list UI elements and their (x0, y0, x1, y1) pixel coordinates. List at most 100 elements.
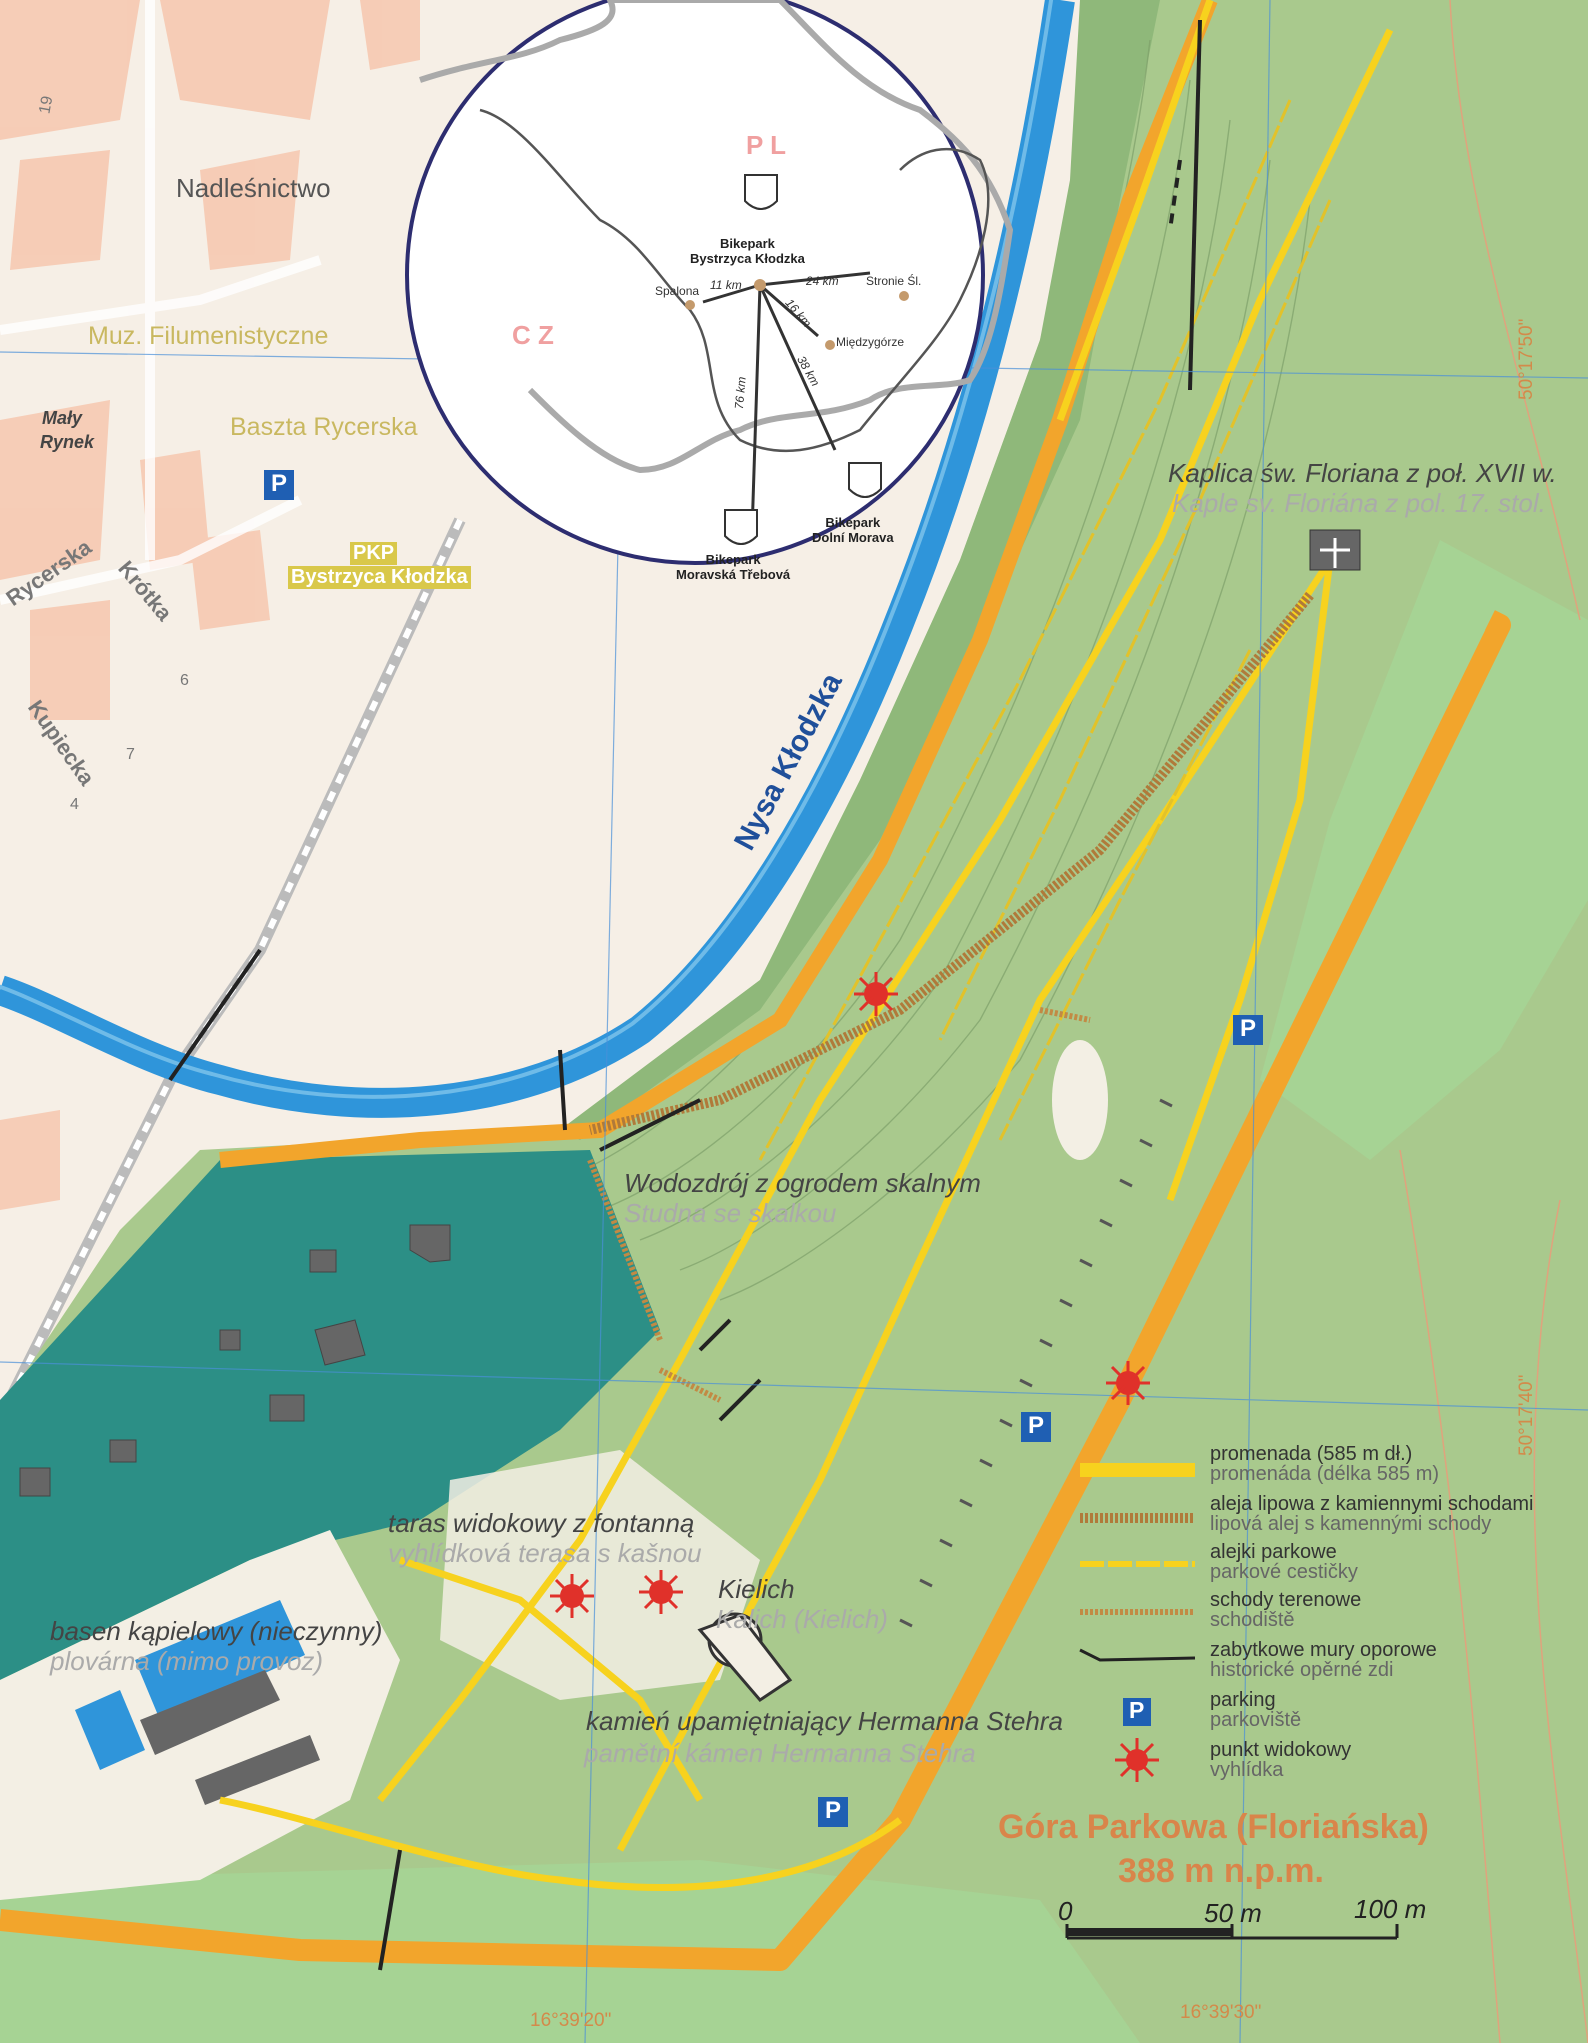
legend-alejki-cz: parkové cestičky (1210, 1561, 1358, 1583)
house-number-4: 4 (70, 796, 79, 813)
label-rynek: Rynek (40, 432, 95, 452)
house-number-7: 7 (126, 746, 135, 763)
label-pkp: PKP (350, 542, 398, 565)
legend-promenade-pl: promenada (585 m dł.) (1210, 1443, 1413, 1465)
legend-promenade-cz: promenáda (délka 585 m) (1210, 1463, 1440, 1485)
legend-linden-cz: lipová alej s kamennými schody (1210, 1513, 1492, 1535)
town-streets (0, 0, 322, 605)
coord-lon-1: 16°39'20" (530, 2010, 612, 2031)
legend-viewpoint-cz: vyhlídka (1210, 1759, 1284, 1781)
place-kamien-pl: kamień upamiętniający Hermanna Stehra (586, 1706, 1063, 1736)
inset-trebova-line1: Bikepark (705, 552, 761, 567)
legend-symbols (1079, 1463, 1196, 1782)
legend-parking-letter: P (1129, 1697, 1145, 1723)
parking-letter-3: P (825, 1797, 842, 1824)
legend-item-parking: parking parkoviště (1210, 1690, 1301, 1730)
inset-center-dot (754, 279, 766, 291)
inset-stronie: Stronie Śl. (866, 274, 922, 288)
steep-slope (560, 0, 1160, 1140)
chapel-icon (1309, 529, 1361, 571)
legend-schody-cz: schodiště (1210, 1609, 1295, 1631)
open-clearing (1052, 1040, 1108, 1160)
road-edge-ticks (899, 1098, 1173, 1628)
legend-item-promenade: promenada (585 m dł.) promenáda (délka 5… (1210, 1444, 1439, 1484)
forest-area (0, 1150, 660, 1680)
scale-bar (1065, 1924, 1399, 1940)
legend-parking-cz: parkoviště (1210, 1709, 1302, 1731)
pool-buildings (140, 1670, 320, 1805)
coord-lat-1: 50°17'50" (1516, 318, 1537, 400)
house-number-6: 6 (180, 672, 189, 689)
legend-schody-pl: schody terenowe (1210, 1589, 1362, 1611)
place-taras-cz: vyhlídková terasa s kašnou (388, 1538, 702, 1568)
legend-alejki-pl: alejki parkowe (1210, 1541, 1337, 1563)
town-buildings (0, 0, 420, 1210)
label-maly: Mały (42, 408, 83, 428)
map-title: Góra Parkowa (Floriańska) (998, 1808, 1429, 1846)
inset-map (405, 0, 1014, 565)
legend-mury-pl: zabytkowe mury oporowe (1210, 1639, 1437, 1661)
legend-linden-pl: aleja lipowa z kamiennymi schodami (1210, 1493, 1534, 1515)
inset-trebova-line2: Moravská Třebová (676, 567, 791, 582)
place-kaplica-pl: Kaplica św. Floriana z poł. XVII w. (1168, 458, 1557, 488)
legend-item-viewpoint: punkt widokowy vyhlídka (1210, 1740, 1351, 1780)
inset-d76: 76 km (731, 376, 749, 410)
inset-trebova-label: Bikepark Moravská Třebová (676, 552, 790, 582)
river-nysa-klodzka (0, 0, 1075, 1118)
park-paths (219, 0, 1394, 1891)
inset-border (479, 108, 990, 453)
legend-item-schody: schody terenowe schodiště (1210, 1590, 1361, 1630)
map-subtitle-elevation: 388 m n.p.m. (1118, 1852, 1324, 1890)
place-kamien-cz: pamětní kámen Hermanna Stehra (584, 1738, 976, 1768)
place-kaplica-cz: Kaple sv. Floriána z pol. 17. stol. (1172, 488, 1546, 518)
orange-contours (1399, 0, 1588, 2043)
inset-arrows (702, 271, 871, 534)
inset-dolni-label: Bikepark Dolní Morava (812, 515, 894, 545)
inset-dolni-line2: Dolní Morava (812, 530, 894, 545)
kielich-structure (697, 1612, 793, 1702)
inset-d11: 11 km (710, 278, 742, 292)
parking-icons (264, 470, 1263, 1827)
label-muzeum: Muz. Filumenistyczne (88, 322, 329, 350)
viewpoint-rays (550, 972, 1150, 1618)
terrain-stairs (587, 1007, 1091, 1403)
inset-label-pl: P L (746, 130, 786, 160)
inset-spalona: Spalona (655, 284, 700, 298)
inset-shields (724, 174, 882, 545)
inset-label-cz: C Z (512, 320, 554, 350)
label-baszta: Baszta Rycerska (230, 413, 418, 441)
inset-dolni-line1: Bikepark (825, 515, 881, 530)
place-basen-cz: plovárna (mimo provoz) (50, 1646, 324, 1676)
river-highlight (0, 0, 1054, 1099)
inset-miedzygorze: Międzygórze (836, 335, 905, 349)
scale-label-50: 50 m (1204, 1898, 1262, 1928)
inset-d24: 24 km (806, 274, 839, 288)
inset-center-label: Bikepark Bystrzyca Kłodzka (690, 236, 805, 266)
parking-letter-1: P (1240, 1015, 1257, 1042)
place-kielich-cz: Kalich (Kielich) (716, 1604, 888, 1634)
meadow-east (1260, 540, 1588, 1160)
coord-lat-2: 50°17'40" (1516, 1374, 1537, 1456)
scale-label-100: 100 m (1354, 1894, 1427, 1924)
scale-label-0: 0 (1058, 1896, 1073, 1926)
place-wodozdroj-pl: Wodozdrój z ogrodem skalnym (624, 1168, 981, 1198)
coord-lon-2: 16°39'30" (1180, 2002, 1262, 2023)
terrace-area (440, 1450, 760, 1700)
label-nadlesnictwo: Nadleśnictwo (176, 173, 331, 203)
house-number-19: 19 (36, 94, 57, 116)
label-pkp-name: Bystrzyca Kłodzka (288, 566, 471, 589)
swimming-pools (75, 1600, 305, 1770)
place-basen-pl: basen kąpielowy (nieczynny) (50, 1616, 383, 1646)
orange-road-north (219, 0, 1218, 1168)
place-taras-pl: taras widokowy z fontanną (388, 1508, 695, 1538)
legend-mury-cz: historické opěrné zdi (1210, 1659, 1394, 1681)
parking-letter-2: P (1028, 1412, 1045, 1439)
retaining-walls (168, 19, 1202, 1971)
legend-item-alejki: alejki parkowe parkové cestičky (1210, 1542, 1358, 1582)
legend-viewpoint-pl: punkt widokowy (1210, 1739, 1352, 1761)
parking-letter-4: P (271, 470, 288, 497)
inset-center-line2: Bystrzyca Kłodzka (690, 251, 805, 266)
place-wodozdroj-cz: Studna se skalkou (624, 1198, 837, 1228)
